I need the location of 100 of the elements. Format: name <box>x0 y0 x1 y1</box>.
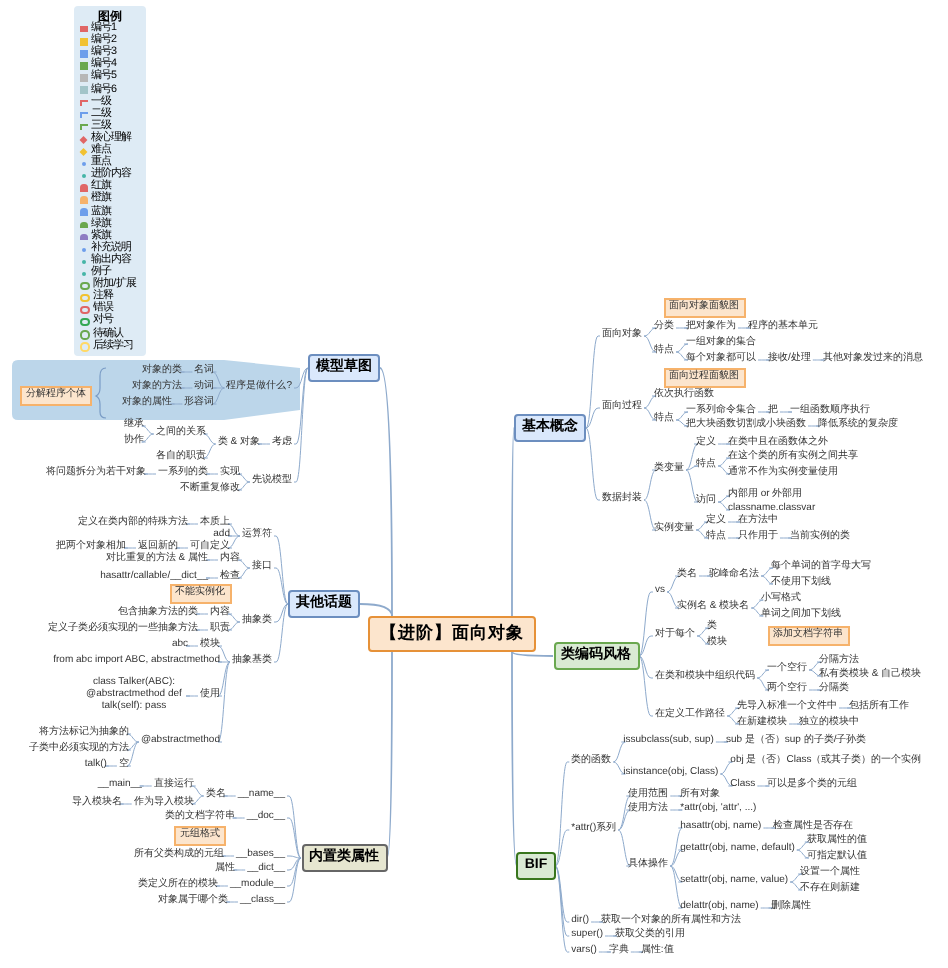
connector-line <box>779 411 793 413</box>
connector-line <box>756 669 770 679</box>
connector-line <box>760 567 774 577</box>
connector-line <box>126 741 140 751</box>
connector-line <box>669 865 683 883</box>
connector-line <box>237 559 251 569</box>
connector-line <box>123 547 137 549</box>
connector-line <box>643 327 657 337</box>
connector-line <box>675 327 689 329</box>
connector-line <box>617 809 631 831</box>
connector-line <box>237 473 251 483</box>
connector-line <box>719 773 733 787</box>
connector-line <box>598 951 612 953</box>
connector-line <box>666 591 680 609</box>
connector-line <box>666 575 680 593</box>
connector-line <box>726 707 740 717</box>
connector-line <box>585 427 601 501</box>
connector-line <box>696 627 710 637</box>
connector-line <box>612 741 626 763</box>
connector-line <box>727 521 741 523</box>
connector-line <box>760 907 774 909</box>
connector-line <box>386 650 393 859</box>
connector-line <box>211 387 225 389</box>
connector-line <box>511 650 554 657</box>
connector-line <box>273 603 289 623</box>
connector-line <box>227 535 241 549</box>
connector-line <box>143 473 157 475</box>
central-topic: 【进阶】面向对象 <box>368 616 536 652</box>
connector-line <box>685 443 699 471</box>
connector-line <box>232 869 246 871</box>
connector-line <box>838 707 852 709</box>
connector-line <box>638 655 654 717</box>
connector-line <box>554 865 570 953</box>
connector-line <box>643 335 657 353</box>
connector-line <box>796 841 810 851</box>
connector-line <box>359 603 393 618</box>
connector-line <box>293 367 309 483</box>
connector-line <box>669 865 683 909</box>
connector-line <box>669 827 683 867</box>
connector-line <box>293 367 309 389</box>
connector-line <box>554 865 570 937</box>
connector-line <box>638 655 654 679</box>
connector-line <box>286 857 302 903</box>
connector-line <box>585 335 601 429</box>
connector-line <box>286 855 302 859</box>
connector-line <box>195 613 209 615</box>
connector-line <box>643 395 657 409</box>
connector-line <box>217 661 231 663</box>
connector-line <box>139 785 153 787</box>
connector-line <box>273 567 289 605</box>
connector-line <box>696 635 710 645</box>
connector-line <box>286 857 302 871</box>
connector-line <box>757 411 771 413</box>
connector-line <box>237 567 251 579</box>
connector-line <box>643 407 657 421</box>
connector-line <box>554 865 570 923</box>
connector-line <box>617 829 631 867</box>
connector-line <box>669 849 683 867</box>
connector-line <box>205 473 219 475</box>
connector-line <box>617 795 631 831</box>
connector-line <box>205 577 219 579</box>
connector-line <box>760 575 774 585</box>
connector-line <box>715 741 729 743</box>
connector-line <box>726 715 740 725</box>
connector-line <box>695 529 709 539</box>
connector-line <box>126 733 140 743</box>
connector-line <box>630 951 644 953</box>
connector-line <box>808 661 822 671</box>
connector-line <box>554 829 570 867</box>
connector-line <box>638 635 654 657</box>
connector-line <box>737 327 751 329</box>
connector-line <box>227 535 241 537</box>
connector-line <box>195 629 209 631</box>
connector-line <box>217 661 231 697</box>
connector-line <box>669 809 683 811</box>
connector-line <box>185 645 199 647</box>
connector-line <box>717 465 731 475</box>
connector-line <box>225 901 239 903</box>
connector-line <box>675 411 689 421</box>
connector-line <box>643 499 657 531</box>
connector-line <box>554 761 570 867</box>
connector-line <box>141 425 155 435</box>
connector-line <box>717 443 731 445</box>
connector-line <box>191 795 205 805</box>
connector-line <box>808 669 822 677</box>
connector-line <box>590 921 604 923</box>
connector-line <box>675 419 689 427</box>
connector-line <box>126 741 140 767</box>
connector-line <box>379 367 393 618</box>
connector-line <box>756 785 770 787</box>
connector-line <box>727 537 741 539</box>
connector-line <box>185 523 199 525</box>
connector-line <box>141 433 155 443</box>
connector-line <box>191 785 205 797</box>
connector-line <box>756 677 770 691</box>
connector-line <box>643 469 657 501</box>
connector-line <box>812 359 826 361</box>
connector-line <box>211 387 225 405</box>
connector-line <box>119 803 133 805</box>
connector-line <box>796 849 810 859</box>
